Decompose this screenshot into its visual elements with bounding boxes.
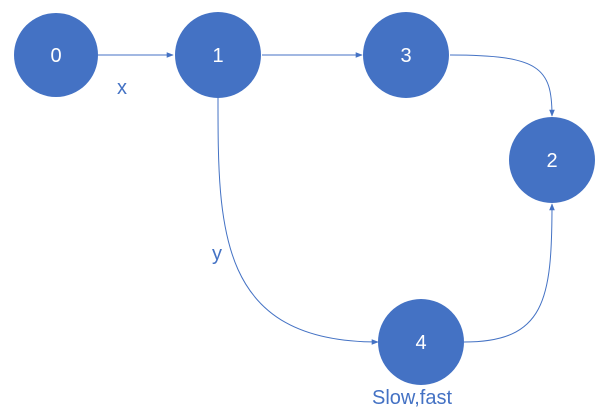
node-0: 0 bbox=[14, 13, 98, 97]
node-3-label: 3 bbox=[400, 45, 411, 67]
node-4-annotation: Slow,fast bbox=[372, 387, 452, 409]
edge-label-y: y bbox=[212, 243, 222, 265]
node-0-label: 0 bbox=[50, 45, 61, 67]
edge-1-to-4 bbox=[217, 97, 379, 345]
node-1: 1 bbox=[175, 12, 261, 98]
edge-3-to-2 bbox=[449, 54, 555, 117]
node-2: 2 bbox=[509, 117, 595, 203]
node-4-label: 4 bbox=[415, 332, 426, 354]
node-4: 4 bbox=[378, 299, 464, 385]
node-2-label: 2 bbox=[546, 150, 557, 172]
edge-label-x: x bbox=[117, 77, 127, 99]
edge-4-to-2 bbox=[463, 203, 555, 343]
node-3: 3 bbox=[363, 12, 449, 98]
node-1-label: 1 bbox=[212, 45, 223, 67]
